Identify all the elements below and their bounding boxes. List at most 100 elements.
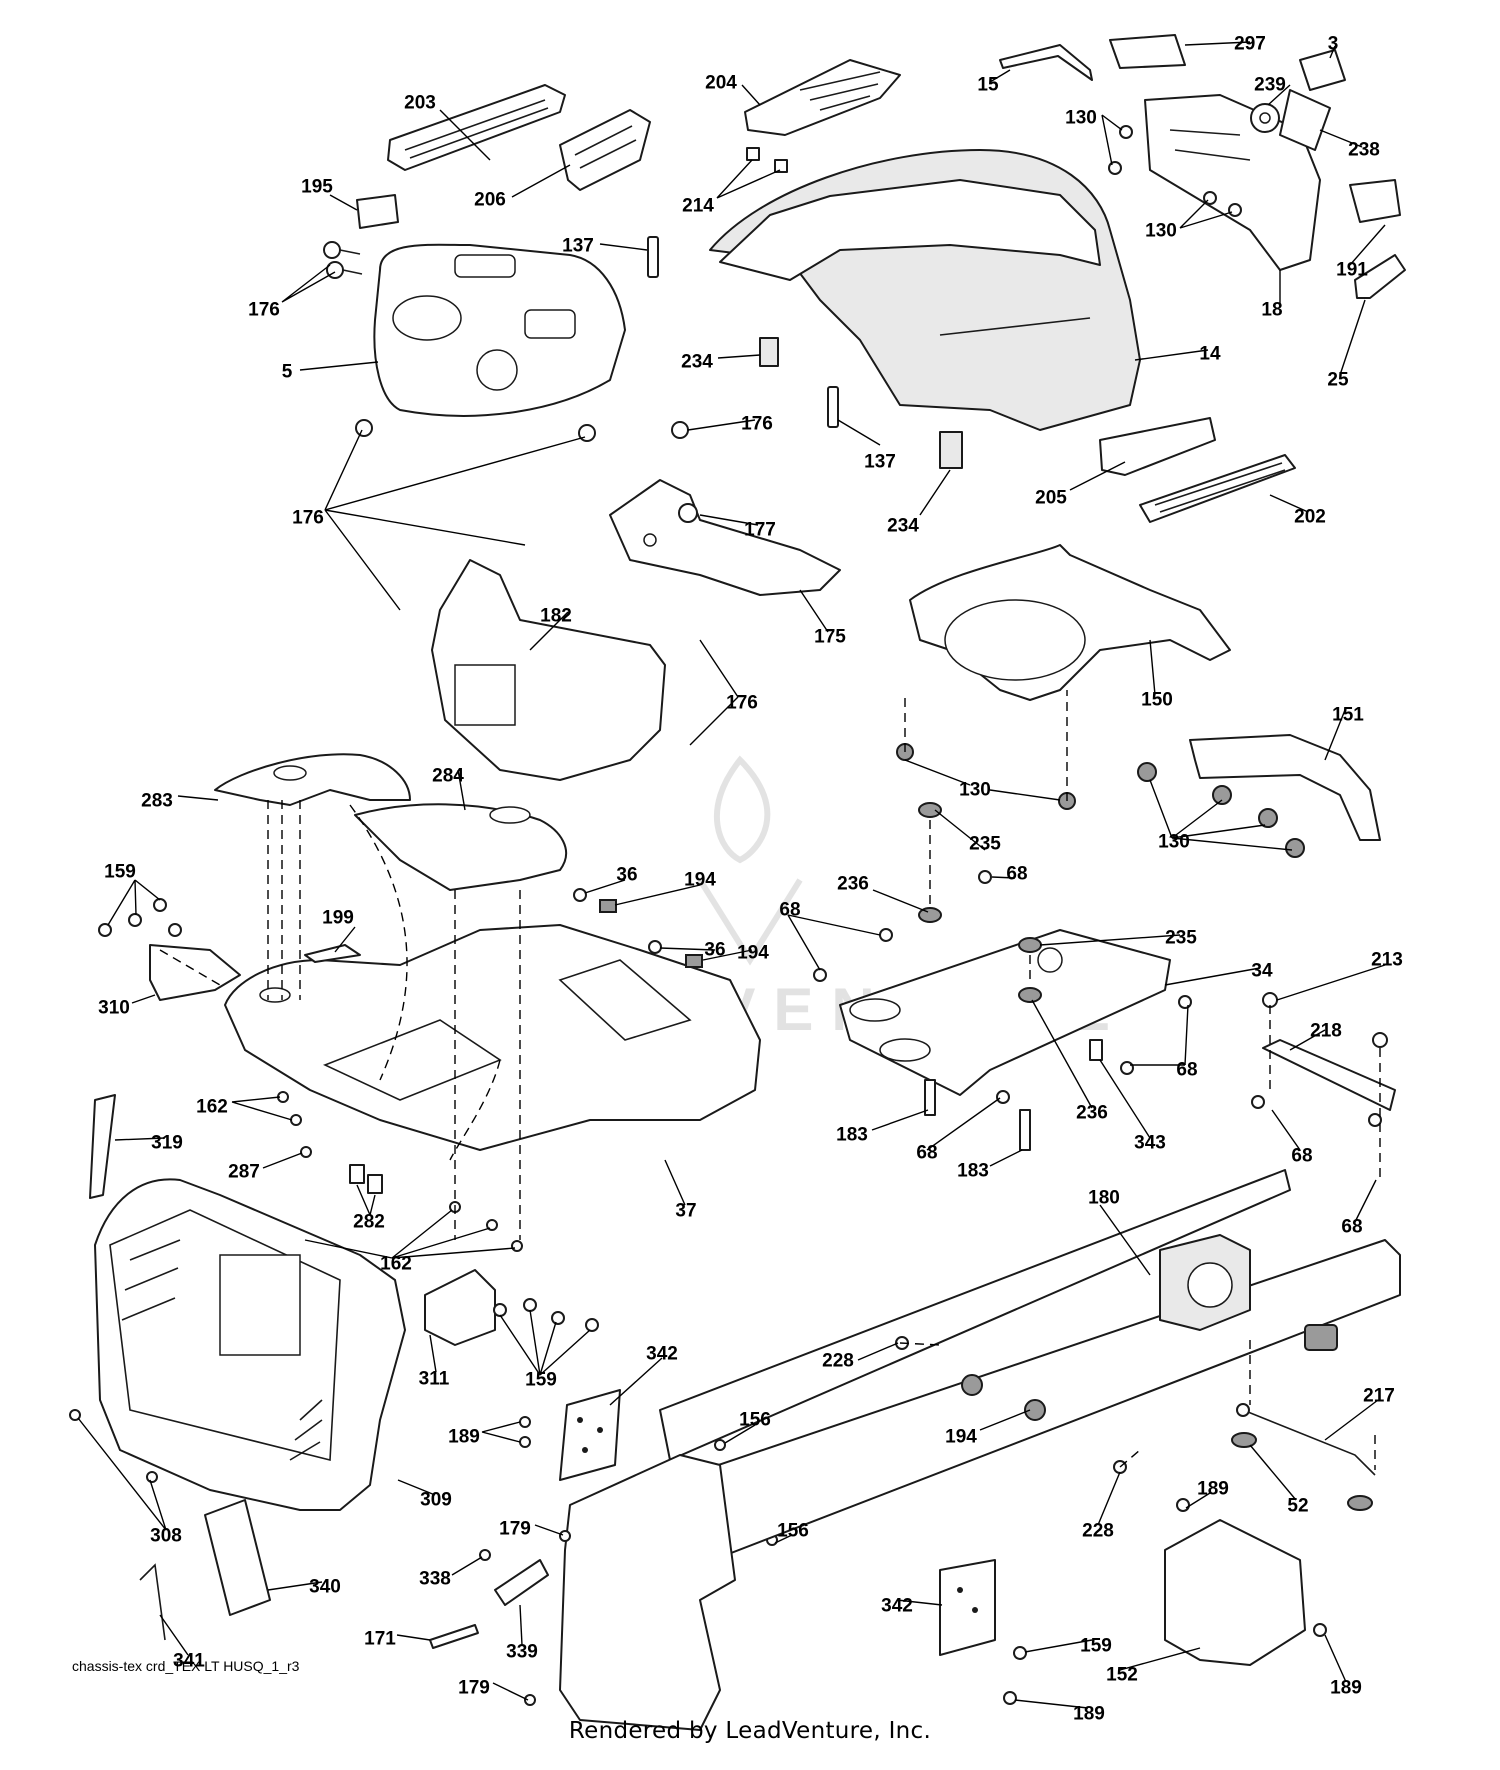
callout-c217: 217 <box>1363 1386 1395 1407</box>
part-171-pin <box>429 1624 479 1649</box>
part-214-clips <box>746 147 788 173</box>
part-14-hood <box>709 149 1141 431</box>
callout-c152: 152 <box>1106 1665 1138 1686</box>
callout-c183b: 183 <box>957 1161 989 1182</box>
callout-c37: 37 <box>675 1201 696 1222</box>
callout-c150: 150 <box>1141 690 1173 711</box>
part-15-strip <box>999 44 1093 81</box>
callout-c176b: 176 <box>741 414 773 435</box>
callout-c213: 213 <box>1371 950 1403 971</box>
callout-c130d: 130 <box>1158 832 1190 853</box>
part-156-screws <box>714 1439 778 1546</box>
part-340-cover <box>204 1499 271 1616</box>
callout-c236b: 236 <box>1076 1103 1108 1124</box>
callout-c68e: 68 <box>1291 1146 1312 1167</box>
callout-c182: 182 <box>540 606 572 627</box>
callout-c199: 199 <box>322 908 354 929</box>
callout-c130b: 130 <box>1145 221 1177 242</box>
callout-c234a: 234 <box>681 352 713 373</box>
part-34-engine-plate <box>839 929 1171 1096</box>
part-194-nuts-frame <box>961 1374 1046 1421</box>
callout-c194c: 194 <box>945 1427 977 1448</box>
callout-c18: 18 <box>1261 300 1282 321</box>
callout-c3: 3 <box>1328 34 1339 55</box>
callout-c203: 203 <box>404 93 436 114</box>
part-182-dash-lower <box>431 559 666 781</box>
part-338-screw <box>479 1549 491 1561</box>
part-234-clip <box>759 337 963 469</box>
callout-c194b: 194 <box>737 943 769 964</box>
callout-c204: 204 <box>705 73 737 94</box>
part-342-plate-left <box>519 1389 621 1481</box>
part-343-clip <box>1089 1039 1103 1061</box>
callout-c236a: 236 <box>837 874 869 895</box>
callout-c68d: 68 <box>916 1143 937 1164</box>
callout-c189d: 189 <box>1073 1704 1105 1725</box>
callout-c189c: 189 <box>1330 1678 1362 1699</box>
part-52-nuts <box>1231 1432 1373 1511</box>
part-202-grille <box>1139 454 1296 523</box>
callout-c162a: 162 <box>196 1097 228 1118</box>
render-credit: Rendered by LeadVenture, Inc. <box>568 1718 932 1744</box>
callout-c183a: 183 <box>836 1125 868 1146</box>
callout-c205: 205 <box>1035 488 1067 509</box>
part-308-screws <box>69 1409 158 1483</box>
part-319-strap <box>89 1094 116 1199</box>
callout-c151: 151 <box>1332 705 1364 726</box>
callout-c287: 287 <box>228 1162 260 1183</box>
part-342-plate-right <box>939 1559 1027 1705</box>
callout-c319: 319 <box>151 1133 183 1154</box>
callout-c343: 343 <box>1134 1133 1166 1154</box>
callout-c36b: 36 <box>704 940 725 961</box>
callout-c228b: 228 <box>1082 1521 1114 1542</box>
callout-c68f: 68 <box>1341 1217 1362 1238</box>
part-235-bushings <box>918 802 1042 953</box>
callout-c238: 238 <box>1348 140 1380 161</box>
callout-c342a: 342 <box>646 1344 678 1365</box>
part-205-grille-trim <box>1099 417 1216 476</box>
callout-c130a: 130 <box>1065 108 1097 129</box>
callout-c180: 180 <box>1088 1188 1120 1209</box>
callout-c282: 282 <box>353 1212 385 1233</box>
part-199-clip <box>304 944 361 963</box>
part-195-plug <box>356 194 399 229</box>
part-284-fender-right <box>354 803 567 891</box>
callout-c176d: 176 <box>726 693 758 714</box>
part-238-lens-plate <box>1279 89 1331 151</box>
callout-c15: 15 <box>977 75 999 96</box>
callout-c171: 171 <box>364 1629 396 1650</box>
callout-c239: 239 <box>1254 75 1286 96</box>
part-36-screws <box>573 888 662 954</box>
callout-c156a: 156 <box>739 1410 771 1431</box>
part-37-footrest-deck <box>224 924 761 1151</box>
part-25-trim <box>1354 254 1406 299</box>
part-217-rod <box>1236 1403 1376 1476</box>
callout-c52: 52 <box>1287 1496 1308 1517</box>
part-310-bracket <box>98 898 241 1001</box>
part-311-hinge <box>424 1269 599 1346</box>
part-152-cover <box>1164 1498 1327 1666</box>
callout-c14: 14 <box>1199 344 1221 365</box>
callout-c179a: 179 <box>499 1519 531 1540</box>
callout-c202: 202 <box>1294 507 1326 528</box>
callout-c137b: 137 <box>864 452 896 473</box>
callout-c206: 206 <box>474 190 506 211</box>
callout-c34: 34 <box>1251 961 1273 982</box>
part-3-bracket <box>1299 49 1346 91</box>
part-176-bolts-dash <box>323 241 689 442</box>
part-204-vent <box>744 59 901 136</box>
callout-c341: 341 <box>173 1651 205 1672</box>
callout-c339: 339 <box>506 1642 538 1663</box>
callout-c68b: 68 <box>779 900 800 921</box>
callout-c175: 175 <box>814 627 846 648</box>
callout-c156b: 156 <box>777 1521 809 1542</box>
part-151-radiator-bracket <box>1137 734 1381 858</box>
part-194-nuts-upper <box>599 899 703 968</box>
part-137-spacer <box>647 236 839 428</box>
callout-c179b: 179 <box>458 1678 490 1699</box>
alignment-lines <box>159 690 1381 1470</box>
part-150-fan-shroud <box>909 544 1231 701</box>
callout-c36a: 36 <box>616 865 637 886</box>
part-239-bulb-socket <box>1250 103 1280 133</box>
